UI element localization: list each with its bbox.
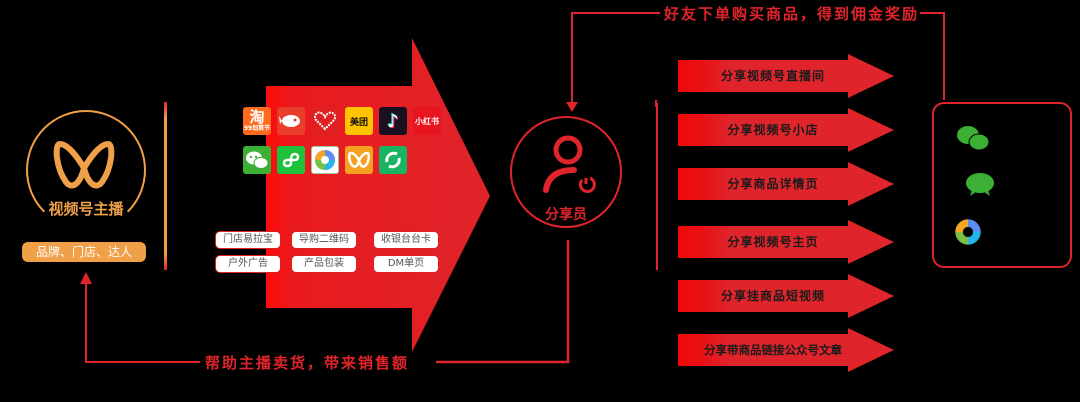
share-target-label: 分享挂商品短视频	[720, 289, 825, 303]
share-target-arrow: 分享视频号小店	[678, 108, 896, 152]
channel-pill: 户外广告	[216, 256, 280, 272]
meituan-icon: 美团	[345, 107, 373, 135]
jd-icon	[277, 107, 305, 135]
anchor-subtitle-badge: 品牌、门店、达人	[22, 242, 146, 262]
share-target-arrow: 分享带商品链接公众号文章	[678, 328, 896, 372]
sharer-label: 分享员	[545, 207, 587, 223]
person-share-icon	[543, 135, 596, 193]
channel-pill: DM单页	[374, 256, 438, 272]
moments-icon	[955, 219, 981, 245]
share-target-arrow: 分享挂商品短视频	[678, 274, 896, 318]
share-target-arrow: 分享视频号直播间	[678, 54, 896, 98]
top-caption: 好友下单购买商品，得到佣金奖励	[664, 5, 920, 23]
share-target-arrow: 分享视频号主页	[678, 220, 896, 264]
wechat-work-icon	[379, 146, 407, 174]
share-target-arrow: 分享商品详情页	[678, 162, 896, 206]
anchor-title: 视频号主播	[48, 200, 124, 218]
douyin-icon: ♪	[379, 107, 407, 135]
channels-icon	[345, 146, 373, 174]
share-target-label: 分享视频号小店	[727, 123, 819, 137]
pinduoduo-icon	[311, 107, 339, 135]
sharer-circle	[510, 116, 622, 228]
channel-pill: 门店易拉宝	[216, 232, 280, 248]
wechat-chat-icon	[957, 126, 990, 151]
wechat-icon	[243, 146, 271, 174]
channel-pill: 产品包装	[292, 256, 356, 272]
channel-pill: 收银台台卡	[374, 232, 438, 248]
taobao-icon: 淘 99划算节	[243, 107, 271, 135]
channel-pill: 导购二维码	[292, 232, 356, 248]
wechat-group-icon	[966, 173, 994, 196]
share-target-label: 分享视频号直播间	[720, 69, 825, 83]
mini-program-icon	[277, 146, 305, 174]
anchor-circle	[26, 110, 146, 230]
share-target-label: 分享商品详情页	[727, 177, 819, 191]
share-target-label: 分享带商品链接公众号文章	[704, 343, 842, 357]
bottom-caption: 帮助主播卖货，带来销售额	[205, 354, 410, 372]
moments-icon	[311, 146, 339, 174]
traffic-app-grid: 淘 99划算节 美团 ♪ 小红书	[243, 107, 441, 174]
channels-butterfly-icon	[53, 141, 115, 189]
xiaohongshu-icon: 小红书	[413, 107, 441, 135]
divider-bar	[164, 102, 167, 270]
friends-box	[932, 102, 1072, 268]
share-target-label: 分享视频号主页	[727, 235, 819, 249]
